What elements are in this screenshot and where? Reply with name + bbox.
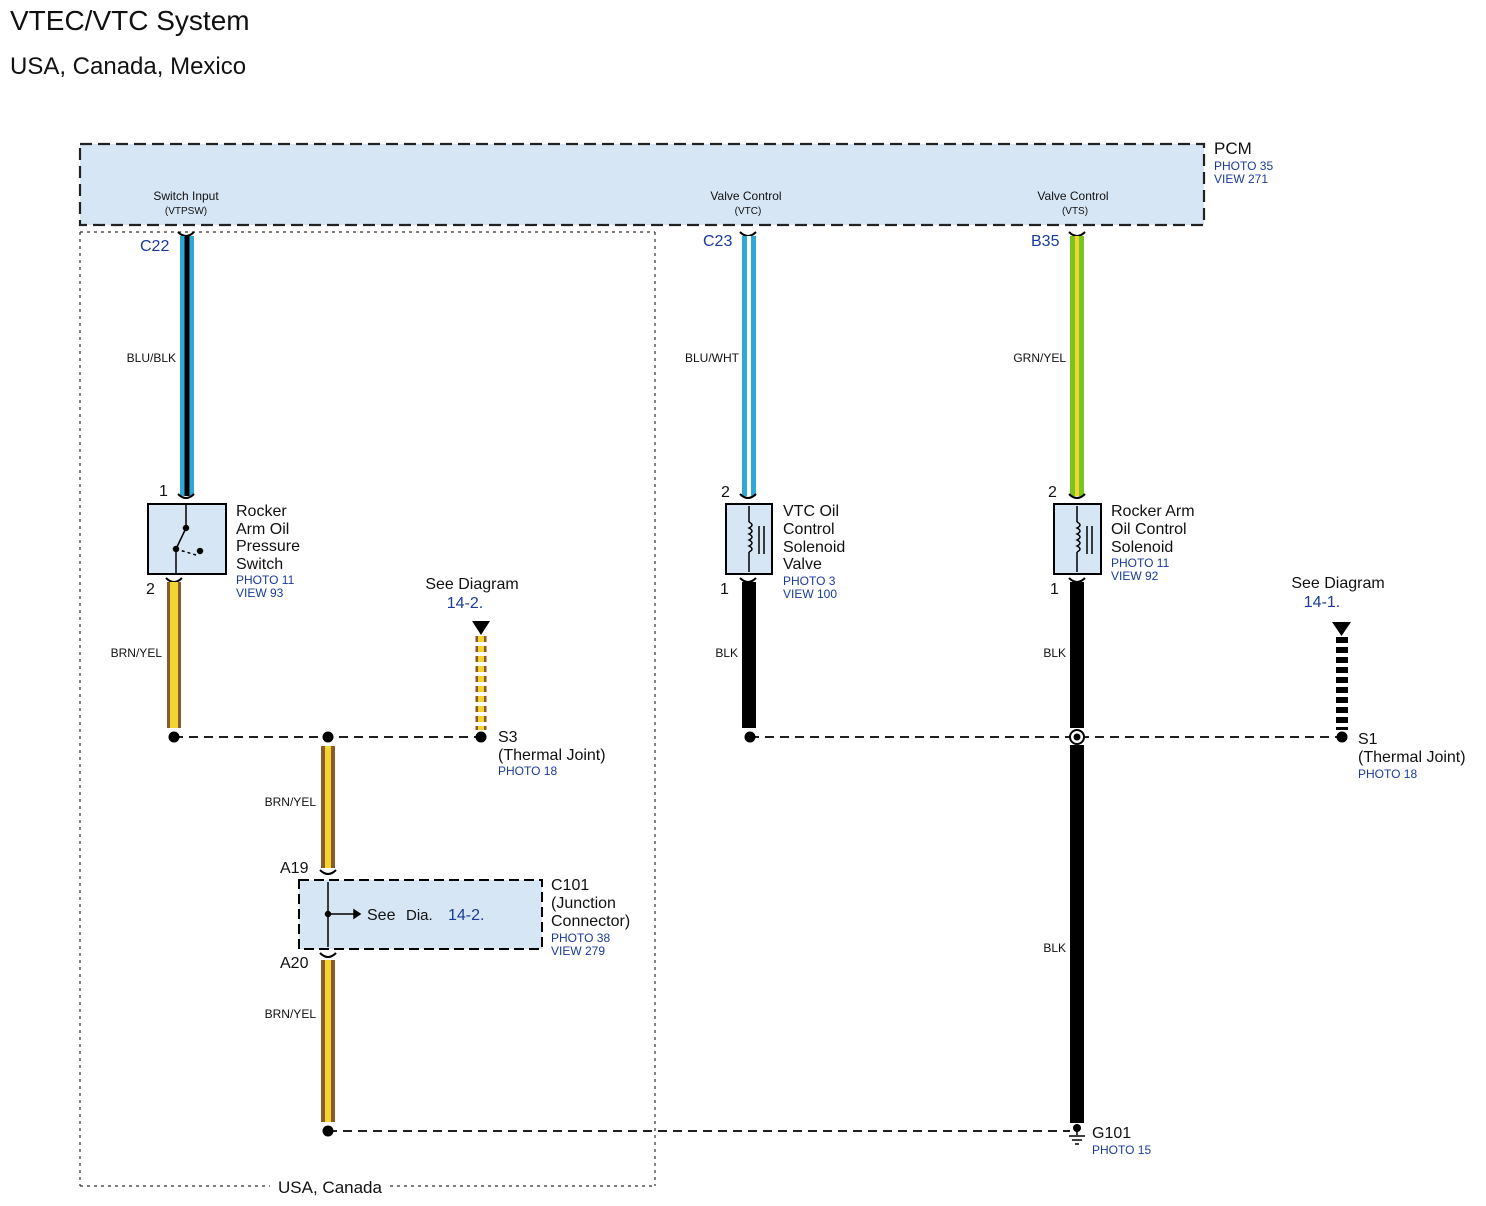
switch-name-line-3: Pressure: [236, 538, 300, 555]
rocker-solenoid-pin-bottom: 1: [1050, 581, 1059, 598]
wire-label-blu-blk: BLU/BLK: [127, 351, 176, 365]
switch-view: VIEW 93: [236, 586, 284, 600]
connector-c22: C22: [140, 238, 169, 255]
s1-see-diagram: See Diagram: [1291, 575, 1384, 592]
s1-photo: PHOTO 18: [1358, 767, 1417, 781]
wire-blu-blk: BLU/BLK: [127, 236, 194, 496]
switch-name-line-1: Rocker: [236, 503, 287, 520]
vtc-valve-pin-top: 2: [721, 484, 730, 501]
rocker-solenoid-photo: PHOTO 11: [1111, 556, 1170, 570]
s3-splice-bus: [168, 731, 487, 743]
pcm-photo: PHOTO 35: [1214, 159, 1273, 173]
switch-name-line-2: Arm Oil: [236, 521, 289, 538]
c101-see: See: [367, 907, 396, 924]
rocker-solenoid-name-line-1: Rocker Arm: [1111, 503, 1195, 520]
s1-desc: (Thermal Joint): [1358, 749, 1466, 766]
vtc-valve-name-line-1: VTC Oil: [783, 503, 839, 520]
usa-canada-region: USA, Canada: [79, 231, 656, 1197]
c101-name-line-2: (Junction: [551, 895, 616, 912]
switch-pin-top: 1: [159, 483, 168, 500]
switch-symbol-icon: [172, 504, 204, 574]
c101-photo: PHOTO 38: [551, 931, 610, 945]
wire-brn-yel-2: BRN/YEL: [265, 746, 335, 868]
pcm-pin-signal-vts: (VTS): [1062, 206, 1088, 217]
vtc-valve-name-line-3: Solenoid: [783, 539, 845, 556]
s3-diagram-ref: 14-2.: [447, 595, 483, 612]
rocker-solenoid-name-line-2: Oil Control: [1111, 521, 1187, 538]
pcm-pin-label-vts: Valve Control: [1037, 189, 1108, 203]
s1-name: S1: [1358, 731, 1378, 748]
c101-dia-ref: 14-2.: [448, 907, 484, 924]
solenoid-coil-icon: [1075, 506, 1093, 572]
connector-c23: C23: [703, 233, 732, 250]
wire-label-blk-2: BLK: [1043, 646, 1066, 660]
c101-dia: Dia.: [406, 907, 433, 924]
wire-grn-yel: GRN/YEL: [1013, 236, 1084, 496]
wire-label-brn-yel-1: BRN/YEL: [111, 646, 163, 660]
vtc-valve-view: VIEW 100: [783, 587, 837, 601]
rocker-arm-oil-control-solenoid: 2 1 Rocker Arm Oil Control Solenoid PHOT…: [1048, 484, 1195, 598]
vtc-valve-pin-bottom: 1: [720, 581, 729, 598]
ground-bus: [322, 1125, 1070, 1137]
g101-ground: G101 PHOTO 15: [1069, 1124, 1151, 1157]
s3-photo: PHOTO 18: [498, 764, 557, 778]
c101-name-line-3: Connector): [551, 913, 630, 930]
page-subtitle: USA, Canada, Mexico: [10, 53, 246, 80]
s1-thermal-joint-reference: See Diagram 14-1. S1 (Thermal Joint) PHO…: [1291, 575, 1465, 781]
s3-arrow-icon: [472, 621, 490, 635]
wire-label-brn-yel-2: BRN/YEL: [265, 795, 317, 809]
pcm-pin-label-vtpsw: Switch Input: [153, 189, 219, 203]
pin-terminals: [177, 231, 1086, 237]
c101-pin-bottom: A20: [280, 955, 309, 972]
wire-label-blk-1: BLK: [715, 646, 738, 660]
pcm-pin-signal-vtc: (VTC): [735, 206, 762, 217]
s3-desc: (Thermal Joint): [498, 747, 606, 764]
junction-symbol-icon: [324, 882, 362, 947]
s3-name: S3: [498, 729, 518, 746]
s1-splice-bus: [744, 729, 1348, 745]
pcm-view: VIEW 271: [1214, 172, 1268, 186]
wire-blk-ground: BLK: [1043, 745, 1084, 1123]
vtc-valve-name-line-2: Control: [783, 521, 835, 538]
rocker-solenoid-name-line-3: Solenoid: [1111, 539, 1173, 556]
rocker-arm-oil-pressure-switch: 1 2 Rocker Arm Oil Pressure Switch PHOTO…: [146, 483, 300, 600]
s1-diagram-ref: 14-1.: [1304, 594, 1340, 611]
g101-photo: PHOTO 15: [1092, 1143, 1151, 1157]
vtc-valve-photo: PHOTO 3: [783, 574, 836, 588]
vtc-valve-name-line-4: Valve: [783, 556, 822, 573]
c101-view: VIEW 279: [551, 944, 605, 958]
pcm-pin-label-vtc: Valve Control: [710, 189, 781, 203]
page-title: VTEC/VTC System: [10, 5, 250, 36]
connector-b35: B35: [1031, 233, 1060, 250]
solenoid-coil-icon: [747, 506, 765, 572]
wire-label-brn-yel-3: BRN/YEL: [265, 1007, 317, 1021]
switch-photo: PHOTO 11: [236, 573, 295, 587]
rocker-solenoid-view: VIEW 92: [1111, 569, 1159, 583]
wire-label-blu-wht: BLU/WHT: [685, 351, 740, 365]
wire-brn-yel-1: BRN/YEL: [111, 582, 181, 728]
c101-name-line-1: C101: [551, 877, 589, 894]
wire-label-blk-3: BLK: [1043, 941, 1066, 955]
wire-brn-yel-3: BRN/YEL: [265, 960, 335, 1122]
region-label: USA, Canada: [278, 1178, 382, 1197]
wire-blk-vtc: BLK: [715, 582, 756, 728]
switch-pin-bottom: 2: [146, 581, 155, 598]
pcm-box: PCM PHOTO 35 VIEW 271 Switch Input (VTPS…: [78, 139, 1273, 227]
vtc-oil-control-solenoid-valve: 2 1 VTC Oil Control Solenoid Valve PHOTO…: [720, 484, 845, 601]
wire-blu-wht: BLU/WHT: [685, 236, 756, 496]
wire-blk-rocker: BLK: [1043, 582, 1084, 728]
g101-name: G101: [1092, 1125, 1131, 1142]
switch-name-line-4: Switch: [236, 556, 283, 573]
wire-label-grn-yel: GRN/YEL: [1013, 351, 1066, 365]
pcm-pin-signal-vtpsw: (VTPSW): [165, 206, 207, 217]
pcm-title: PCM: [1214, 139, 1252, 158]
s1-arrow-icon: [1332, 622, 1351, 636]
rocker-solenoid-pin-top: 2: [1048, 484, 1057, 501]
s3-thermal-joint-reference: See Diagram 14-2. S3 (Thermal Joint) PHO…: [425, 576, 605, 778]
s3-see-diagram: See Diagram: [425, 576, 518, 593]
ground-icon: [1069, 1128, 1085, 1145]
c101-junction-connector: A19 See Dia. 14-2. A20 C101 (Junction Co…: [280, 860, 630, 972]
c101-pin-top: A19: [280, 860, 309, 877]
